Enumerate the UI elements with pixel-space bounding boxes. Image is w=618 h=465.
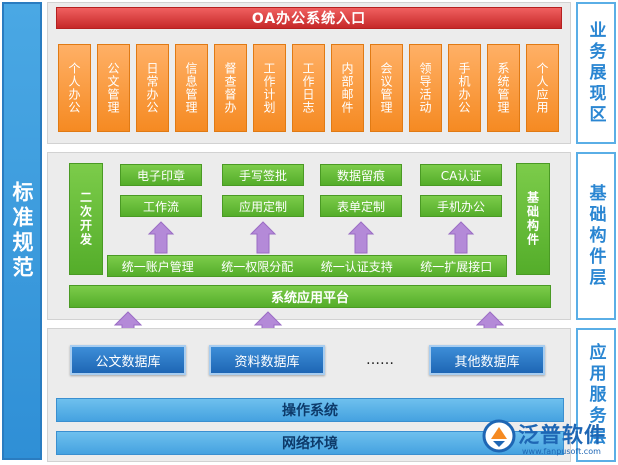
module-11[interactable]: 手机办公 bbox=[448, 44, 481, 132]
handwriting-box[interactable]: 手写签批 bbox=[222, 164, 304, 186]
other-database[interactable]: 其他数据库 bbox=[429, 345, 545, 375]
material-database[interactable]: 资料数据库 bbox=[209, 345, 325, 375]
basic-components-box[interactable]: 基础构件 bbox=[516, 163, 550, 275]
fanpu-logo: 泛普软件 www.fanpusoft.com bbox=[482, 417, 616, 461]
platform-bar[interactable]: 系统应用平台 bbox=[69, 285, 551, 308]
module-3[interactable]: 日常办公 bbox=[136, 44, 169, 132]
module-7[interactable]: 工作日志 bbox=[292, 44, 325, 132]
module-8[interactable]: 内部邮件 bbox=[331, 44, 364, 132]
workflow-box[interactable]: 工作流 bbox=[120, 195, 202, 217]
module-2[interactable]: 公文管理 bbox=[97, 44, 130, 132]
module-label: 工作计划 bbox=[262, 62, 276, 114]
unified-account[interactable]: 统一账户管理 bbox=[121, 259, 194, 274]
module-10[interactable]: 领导活动 bbox=[409, 44, 442, 132]
ca-auth-box[interactable]: CA认证 bbox=[420, 164, 502, 186]
module-label: 系统管理 bbox=[496, 62, 510, 114]
module-12[interactable]: 系统管理 bbox=[487, 44, 520, 132]
up-arrow-icon bbox=[249, 221, 277, 254]
module-label: 信息管理 bbox=[184, 62, 198, 114]
module-label: 日常办公 bbox=[145, 62, 159, 114]
network-bar[interactable]: 网络环境 bbox=[56, 431, 564, 455]
module-label: 领导活动 bbox=[418, 62, 432, 114]
logo-url: www.fanpusoft.com bbox=[522, 447, 601, 456]
module-label: 工作日志 bbox=[301, 62, 315, 114]
up-arrow-icon bbox=[347, 221, 375, 254]
module-5[interactable]: 督查督办 bbox=[214, 44, 247, 132]
data-trace-box[interactable]: 数据留痕 bbox=[320, 164, 402, 186]
module-label: 个人办公 bbox=[67, 62, 81, 114]
module-label: 手机办公 bbox=[457, 62, 471, 114]
os-bar[interactable]: 操作系统 bbox=[56, 398, 564, 422]
module-label: 会议管理 bbox=[379, 62, 393, 114]
logo-mark-icon bbox=[482, 419, 516, 453]
module-9[interactable]: 会议管理 bbox=[370, 44, 403, 132]
component-layer-label: 基础构件层 bbox=[576, 152, 616, 320]
up-arrow-icon bbox=[447, 221, 475, 254]
business-layer-label: 业务展现区 bbox=[576, 2, 616, 144]
unified-permission[interactable]: 统一权限分配 bbox=[221, 259, 294, 274]
unified-interface[interactable]: 统一扩展接口 bbox=[420, 259, 493, 274]
module-4[interactable]: 信息管理 bbox=[175, 44, 208, 132]
oa-entry-title[interactable]: OA办公系统入口 bbox=[56, 7, 562, 29]
standards-label: 标准规范 bbox=[2, 2, 42, 460]
logo-name: 泛普软件 bbox=[518, 423, 606, 447]
module-label: 公文管理 bbox=[106, 62, 120, 114]
unified-auth[interactable]: 统一认证支持 bbox=[320, 259, 393, 274]
module-label: 督查督办 bbox=[223, 62, 237, 114]
module-label: 个人应用 bbox=[535, 62, 549, 114]
e-seal-box[interactable]: 电子印章 bbox=[120, 164, 202, 186]
up-arrow-icon bbox=[147, 221, 175, 254]
second-dev-box[interactable]: 二次开发 bbox=[69, 163, 103, 275]
form-custom-box[interactable]: 表单定制 bbox=[320, 195, 402, 217]
service-layer-label: 应用服务层 bbox=[576, 328, 616, 462]
doc-database[interactable]: 公文数据库 bbox=[70, 345, 186, 375]
app-custom-box[interactable]: 应用定制 bbox=[222, 195, 304, 217]
module-label: 内部邮件 bbox=[340, 62, 354, 114]
unified-bar: 统一账户管理 统一权限分配 统一认证支持 统一扩展接口 bbox=[107, 255, 507, 277]
module-1[interactable]: 个人办公 bbox=[58, 44, 91, 132]
mobile-office-box[interactable]: 手机办公 bbox=[420, 195, 502, 217]
module-13[interactable]: 个人应用 bbox=[526, 44, 559, 132]
standards-label-text: 标准规范 bbox=[10, 181, 34, 281]
module-6[interactable]: 工作计划 bbox=[253, 44, 286, 132]
ellipsis: …… bbox=[366, 352, 394, 368]
